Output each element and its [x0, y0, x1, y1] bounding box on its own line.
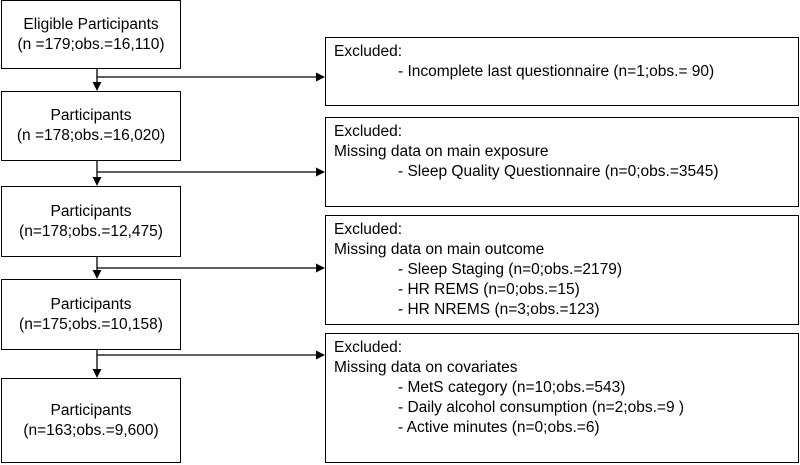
participants-box-title: Participants: [50, 295, 132, 313]
exclusion-item: - HR NREMS (n=3;obs.=123): [398, 301, 600, 318]
exclusion-heading: Excluded:: [334, 123, 403, 140]
participants-box-final: Participants (n=163;obs.=9,600): [1, 378, 181, 463]
exclusion-heading: Excluded:: [334, 221, 403, 238]
participants-box-detail: (n=178;obs.=12,475): [19, 222, 163, 240]
participants-box-step-2: Participants (n =178;obs.=16,020): [1, 91, 181, 161]
exclusion-subheading: Missing data on main exposure: [334, 143, 549, 160]
exclusion-subheading: Missing data on main outcome: [334, 241, 545, 258]
participants-box-step-3: Participants (n=178;obs.=12,475): [1, 186, 181, 257]
exclusion-item: - Sleep Quality Questionnaire (n=0;obs.=…: [398, 163, 719, 180]
exclusion-box-outcome: Excluded: Missing data on main outcome -…: [325, 215, 799, 325]
exclusion-item: - Sleep Staging (n=0;obs.=2179): [398, 261, 623, 278]
participants-box-detail: (n =178;obs.=16,020): [16, 127, 166, 144]
exclusion-box-exposure: Excluded: Missing data on main exposure …: [325, 117, 799, 207]
participants-box-title: Eligible Participants: [23, 15, 159, 33]
participants-box-step-4: Participants (n=175;obs.=10,158): [1, 279, 181, 350]
exclusion-item: - HR REMS (n=0;obs.=15): [398, 281, 580, 298]
exclusion-box-covariates: Excluded: Missing data on covariates - M…: [325, 333, 799, 463]
exclusion-heading: Excluded:: [334, 43, 403, 60]
participants-box-title: Participants: [50, 107, 132, 124]
participants-box-title: Participants: [50, 401, 132, 419]
participants-box-title: Participants: [50, 202, 132, 220]
exclusion-item: - Active minutes (n=0;obs.=6): [398, 419, 600, 436]
participants-box-detail: (n=163;obs.=9,600): [23, 421, 159, 439]
participants-box-detail: (n =179;obs.=16,110): [17, 35, 165, 53]
exclusion-subheading: Missing data on covariates: [334, 359, 518, 376]
participants-box-eligible: Eligible Participants (n =179;obs.=16,11…: [1, 0, 181, 69]
exclusion-item: - Incomplete last questionnaire (n=1;obs…: [398, 63, 715, 80]
exclusion-heading: Excluded:: [334, 339, 403, 356]
participants-box-detail: (n=175;obs.=10,158): [19, 315, 163, 333]
exclusion-box-questionnaire: Excluded: - Incomplete last questionnair…: [325, 37, 799, 106]
exclusion-item: - Daily alcohol consumption (n=2;obs.=9 …: [398, 399, 685, 416]
exclusion-item: - MetS category (n=10;obs.=543): [398, 379, 626, 396]
